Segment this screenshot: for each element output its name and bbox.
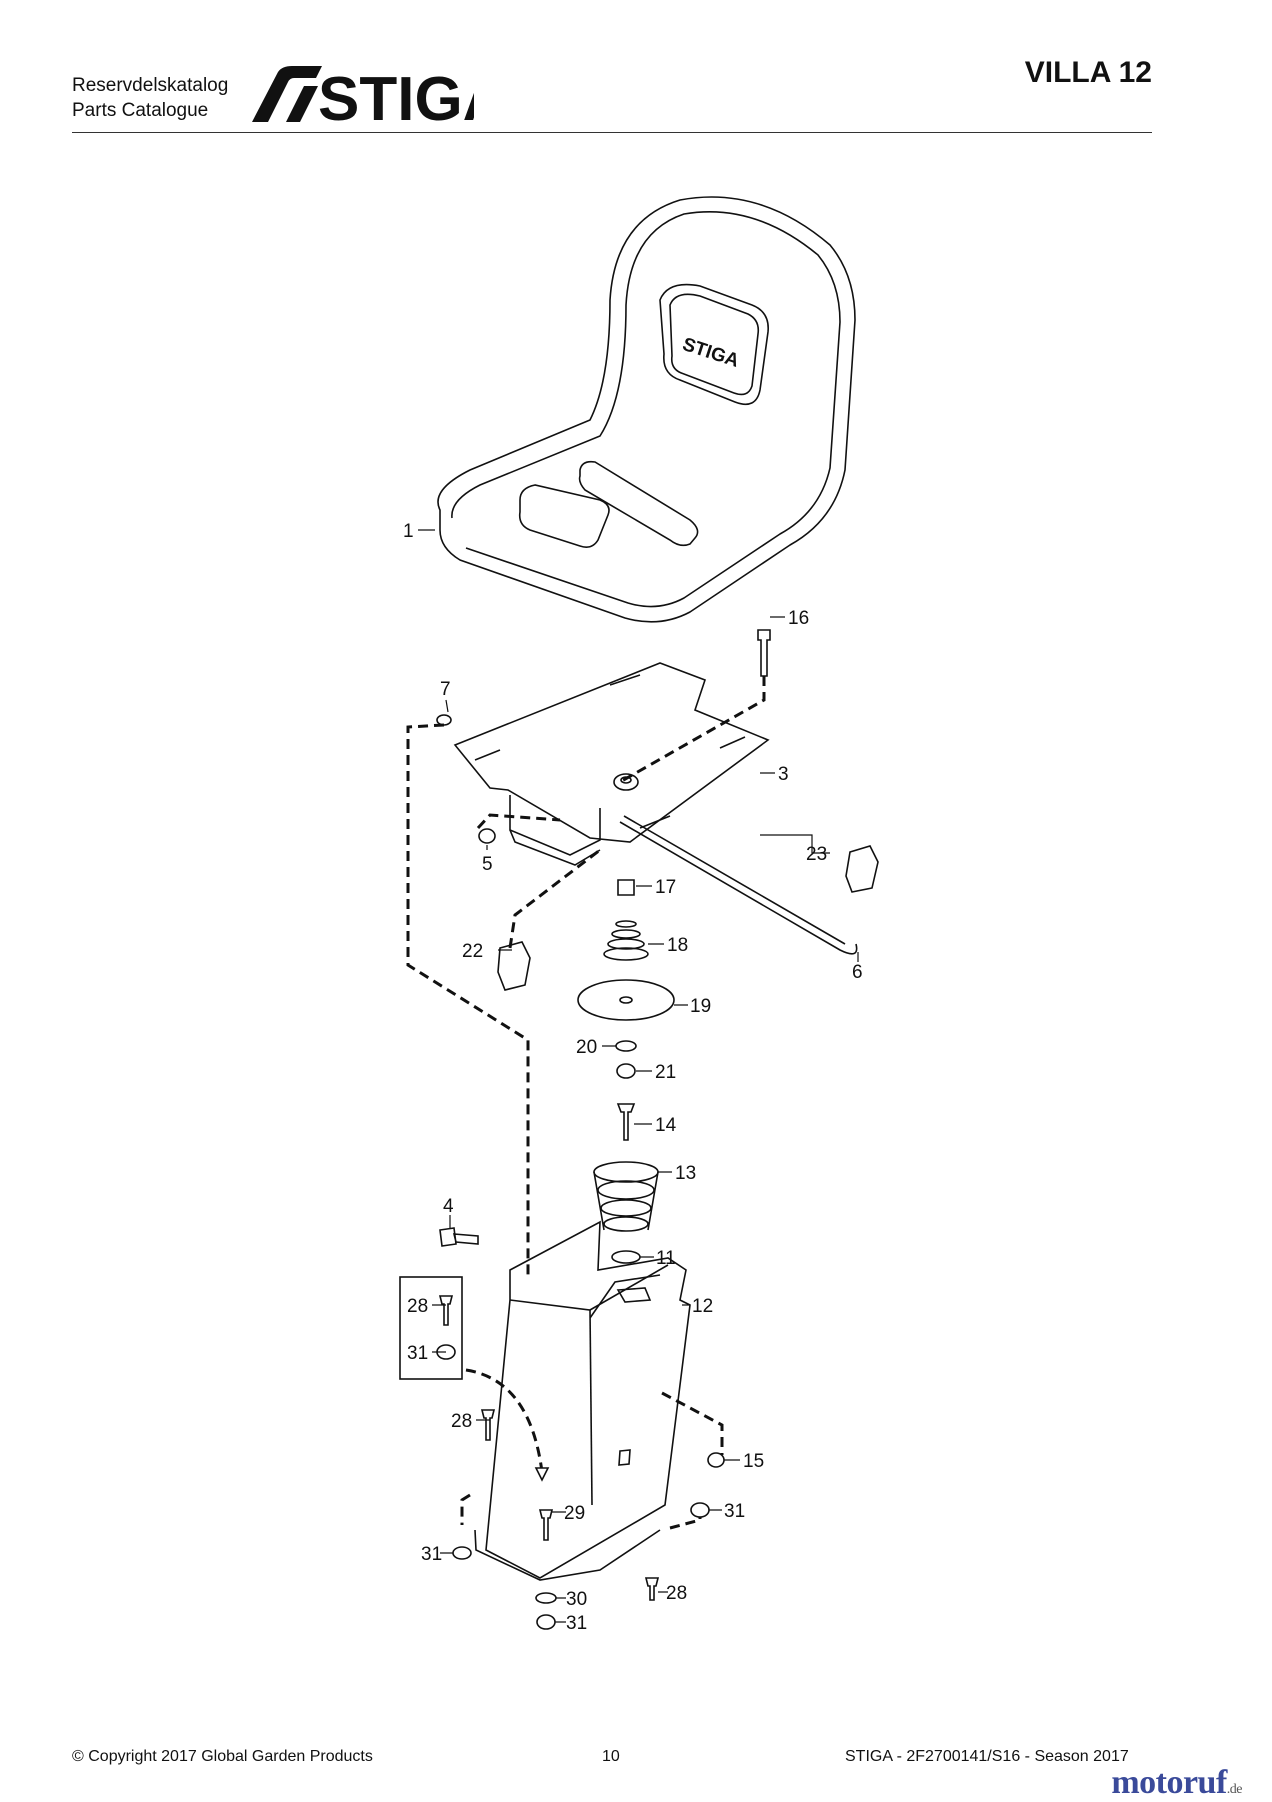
callout-11: 11 (656, 1248, 676, 1269)
spacer-17 (617, 879, 635, 896)
dash-leader-16 (619, 676, 766, 784)
spring-13 (593, 1161, 659, 1232)
callout-3: 3 (778, 764, 789, 785)
nut-31a (452, 1546, 472, 1560)
bracket-part (474, 1220, 691, 1581)
callout-31a: 31 (421, 1544, 442, 1565)
callout-6: 6 (852, 962, 863, 983)
bolt-4 (439, 1227, 479, 1247)
callout-28c: 28 (666, 1583, 687, 1604)
nut-31c (536, 1614, 556, 1630)
spring-18 (603, 920, 649, 961)
callout-29: 29 (564, 1503, 585, 1524)
callout-21: 21 (655, 1062, 676, 1083)
alt-hardware-inset (399, 1276, 463, 1380)
callout-15: 15 (743, 1451, 764, 1472)
callout-1: 1 (403, 521, 414, 542)
dash-leader-31 (460, 1493, 471, 1525)
callout-18: 18 (667, 935, 688, 956)
washer-30 (535, 1592, 557, 1604)
bolt-14 (616, 1103, 636, 1141)
watermark-logo: motoruf.de (1111, 1764, 1242, 1802)
bolt-28a (480, 1409, 496, 1441)
callout-7: 7 (440, 679, 451, 700)
callout-31c: 31 (566, 1613, 587, 1634)
callout-28-inset: 28 (407, 1296, 428, 1317)
callout-5: 5 (482, 854, 493, 875)
header-parts-label: Parts Catalogue (72, 100, 209, 121)
dash-leader-5 (476, 813, 561, 830)
nut-15 (707, 1452, 725, 1468)
callout-13: 13 (675, 1163, 696, 1184)
dash-arrow-inset (465, 1368, 544, 1473)
seat-part: STIGA (437, 196, 856, 623)
callout-17: 17 (655, 877, 676, 898)
model-title: VILLA 12 (1024, 56, 1152, 89)
nut-5 (478, 828, 496, 844)
clip-23 (845, 845, 879, 893)
clip-22 (497, 941, 531, 991)
watermark-name: motoruf (1111, 1764, 1227, 1801)
callout-4: 4 (443, 1196, 454, 1217)
watermark-tld: .de (1226, 1782, 1243, 1797)
bolt-28c (644, 1577, 660, 1601)
logo-brand-text: STIGA (318, 65, 474, 124)
seat-plate-part (453, 662, 770, 866)
callout-20: 20 (576, 1037, 597, 1058)
nut-21 (616, 1063, 636, 1079)
dash-leader-15 (661, 1391, 724, 1455)
exploded-parts-diagram: STIGA (399, 196, 879, 1634)
footer-page-number: 10 (602, 1748, 620, 1765)
header-divider (72, 132, 1152, 133)
callout-30: 30 (566, 1589, 587, 1610)
callout-28a: 28 (451, 1411, 472, 1432)
footer-catalog-code: STIGA - 2F2700141/S16 - Season 2017 (845, 1748, 1129, 1765)
nut-31b (690, 1502, 710, 1518)
callout-31b: 31 (724, 1501, 745, 1522)
washer-7 (436, 714, 452, 726)
dash-leader-22 (508, 848, 601, 949)
washer-11 (611, 1250, 641, 1264)
disc-19 (577, 979, 675, 1021)
rod-part (619, 821, 858, 955)
callout-23: 23 (806, 844, 827, 865)
bolt-29 (538, 1509, 554, 1541)
washer-20 (615, 1040, 637, 1052)
callout-31-inset: 31 (407, 1343, 428, 1364)
dash-leader-7 (406, 723, 530, 1275)
callout-22: 22 (462, 941, 483, 962)
header-catalog-label: Reservdelskatalog (72, 75, 229, 96)
bolt-16 (757, 629, 771, 677)
callout-19: 19 (690, 996, 711, 1017)
callout-14: 14 (655, 1115, 677, 1136)
callout-12: 12 (692, 1296, 713, 1317)
stiga-logo: STIGA (252, 65, 474, 124)
callout-16: 16 (788, 608, 809, 629)
footer-copyright: © Copyright 2017 Global Garden Products (72, 1748, 373, 1765)
arrow-head (534, 1467, 550, 1482)
